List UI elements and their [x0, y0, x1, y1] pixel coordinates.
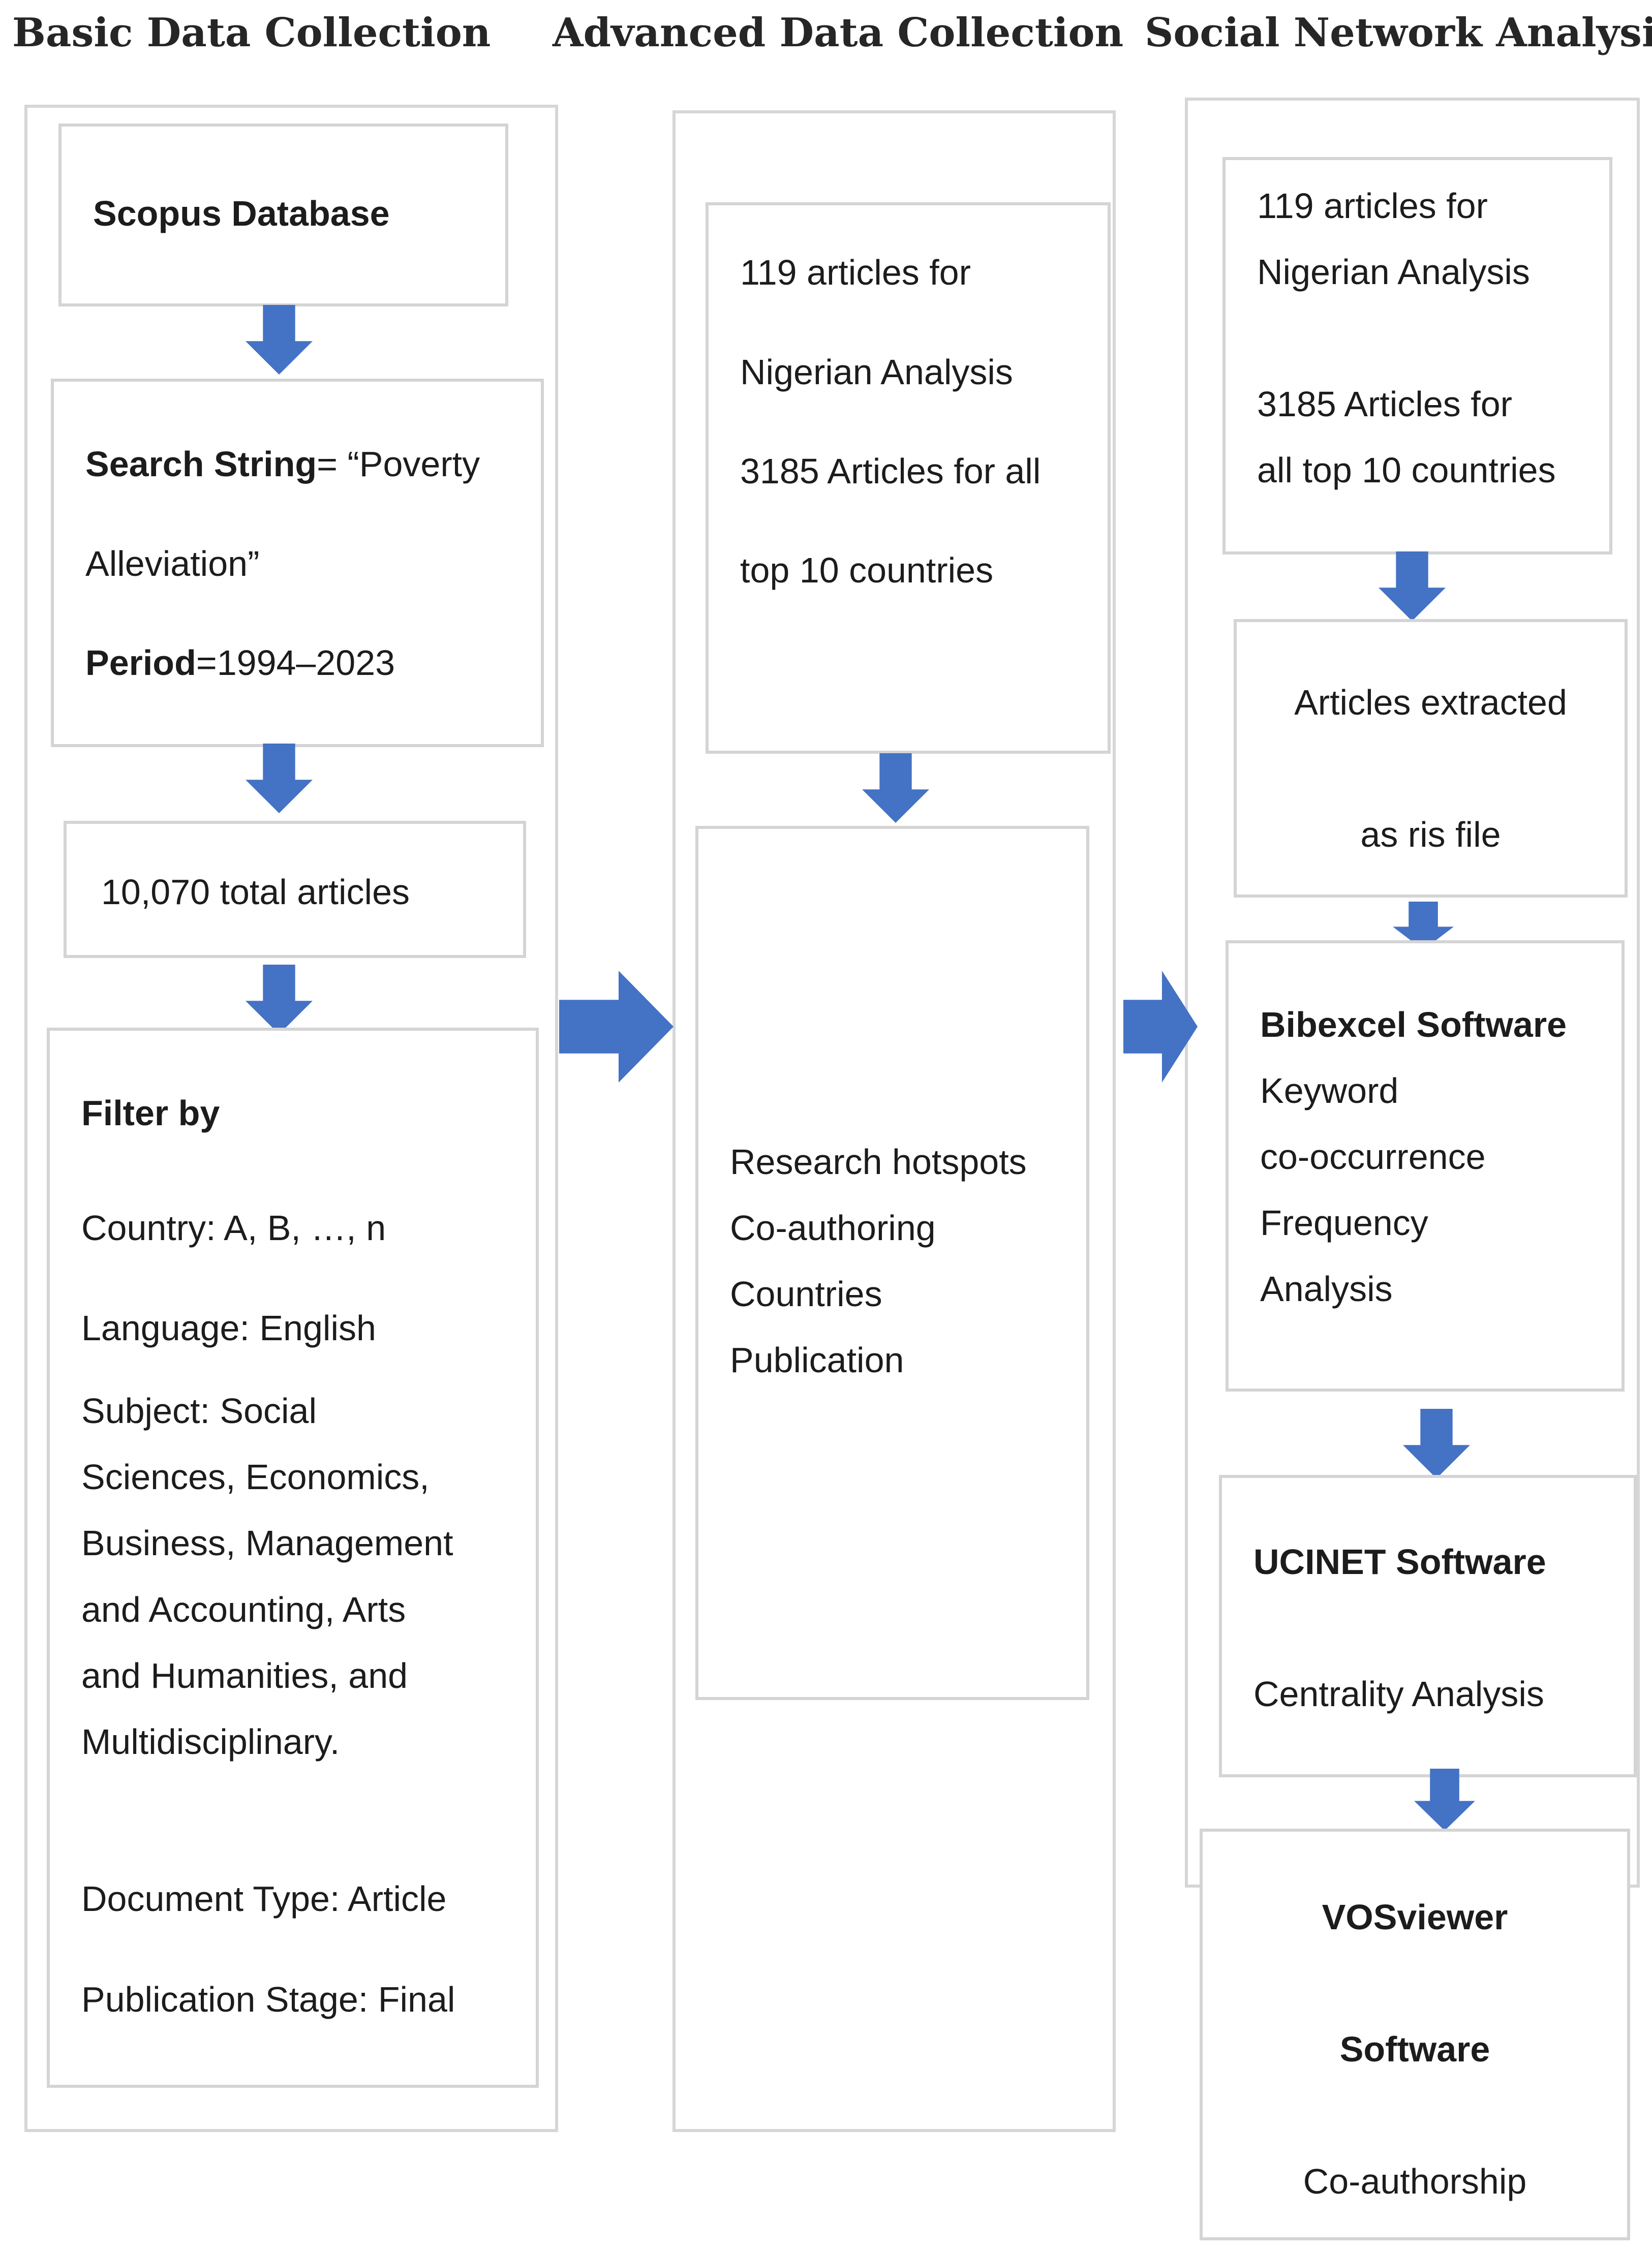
vosviewer-title: VOSviewer: [1322, 1897, 1508, 1937]
down-arrow-shape: [1403, 1409, 1470, 1478]
bibexcel-box: Bibexcel Software Keyword co-occurrence …: [1226, 940, 1625, 1392]
sna-counts-box: 119 articles for Nigerian Analysis 3185 …: [1222, 157, 1612, 554]
total-articles-label: 10,070 total articles: [101, 872, 410, 912]
advanced-counts-line: top 10 countries: [740, 550, 994, 590]
sna-counts-line: 3185 Articles for: [1257, 384, 1512, 424]
basic-column-title: Basic Data Collection: [12, 10, 491, 56]
advanced-column-title: Advanced Data Collection: [553, 10, 1124, 56]
period-label: Period: [85, 643, 196, 683]
scopus-database-box: Scopus Database: [58, 124, 508, 306]
ucinet-text: Centrality Analysis: [1253, 1674, 1544, 1714]
sna-column-title: Social Network Analysis: [1145, 10, 1652, 56]
filter-title: Filter by: [81, 1093, 220, 1133]
filter-box: Filter by Country: A, B, …, n Language: …: [47, 1028, 539, 2088]
period-value: =1994–2023: [196, 643, 395, 683]
advanced-output-item: Publication: [730, 1340, 904, 1380]
down-arrow-icon: [1393, 902, 1454, 950]
down-arrow-shape: [1379, 551, 1446, 621]
search-string-label: Search String: [85, 444, 317, 484]
scopus-database-label: Scopus Database: [93, 194, 390, 233]
advanced-output-item: Research hotspots: [730, 1142, 1027, 1182]
advanced-counts-box: 119 articles for Nigerian Analysis 3185 …: [706, 202, 1111, 754]
bibexcel-line: co-occurrence: [1260, 1137, 1486, 1177]
advanced-counts-line: Nigerian Analysis: [740, 352, 1013, 392]
search-string-line: Search String= “Poverty: [85, 444, 480, 484]
bibexcel-line: Frequency: [1260, 1203, 1428, 1243]
down-arrow-icon: [862, 753, 929, 823]
filter-subject-line: Sciences, Economics,: [81, 1457, 430, 1497]
down-arrow-shape: [246, 305, 313, 375]
search-string-value-continued: Alleviation”: [85, 544, 260, 583]
right-arrow-shape: [559, 971, 674, 1083]
filter-document-type: Document Type: Article: [81, 1879, 447, 1919]
bibexcel-title: Bibexcel Software: [1260, 1005, 1567, 1044]
filter-publication-stage: Publication Stage: Final: [81, 1980, 455, 2019]
bibexcel-line: Keyword: [1260, 1071, 1399, 1110]
right-arrow-shape: [1123, 971, 1198, 1083]
advanced-output-item: Co-authoring: [730, 1208, 936, 1248]
filter-subject-line: and Humanities, and: [81, 1656, 408, 1695]
down-arrow-shape: [1414, 1769, 1475, 1831]
sna-counts-line: Nigerian Analysis: [1257, 252, 1530, 292]
filter-subject-line: and Accounting, Arts: [81, 1590, 406, 1629]
vosviewer-box: VOSviewer Software Co-authorship: [1200, 1829, 1630, 2240]
bibexcel-line: Analysis: [1260, 1269, 1393, 1309]
advanced-output-item: Countries: [730, 1274, 882, 1314]
vosviewer-text: Co-authorship: [1303, 2162, 1527, 2201]
search-string-box: Search String= “Poverty Alleviation” Per…: [51, 379, 544, 747]
sna-counts-line: all top 10 countries: [1257, 450, 1556, 490]
ris-extract-line: Articles extracted: [1294, 683, 1567, 722]
advanced-counts-line: 3185 Articles for all: [740, 451, 1041, 491]
period-line: Period=1994–2023: [85, 642, 395, 683]
filter-subject-line: Business, Management: [81, 1523, 453, 1563]
down-arrow-icon: [1414, 1769, 1475, 1831]
ris-extract-box: Articles extracted as ris file: [1234, 619, 1628, 898]
down-arrow-icon: [1379, 551, 1446, 621]
right-arrow-icon: [559, 971, 674, 1083]
down-arrow-icon: [1403, 1409, 1470, 1478]
ris-extract-line: as ris file: [1360, 815, 1501, 854]
filter-country: Country: A, B, …, n: [81, 1208, 386, 1248]
down-arrow-shape: [1393, 902, 1454, 950]
down-arrow-shape: [246, 744, 313, 813]
sna-counts-line: 119 articles for: [1257, 186, 1488, 226]
down-arrow-shape: [862, 753, 929, 823]
advanced-counts-line: 119 articles for: [740, 253, 971, 292]
right-arrow-icon: [1123, 971, 1198, 1083]
filter-subject-line: Subject: Social: [81, 1391, 317, 1431]
search-string-value: = “Poverty: [317, 444, 480, 484]
total-articles-box: 10,070 total articles: [64, 821, 526, 958]
filter-language: Language: English: [81, 1308, 376, 1348]
down-arrow-icon: [246, 305, 313, 375]
down-arrow-shape: [246, 965, 313, 1034]
advanced-outputs-box: Research hotspots Co-authoring Countries…: [695, 826, 1089, 1700]
ucinet-title: UCINET Software: [1253, 1542, 1546, 1582]
down-arrow-icon: [246, 965, 313, 1034]
filter-subject-line: Multidisciplinary.: [81, 1722, 340, 1762]
ucinet-box: UCINET Software Centrality Analysis: [1219, 1475, 1637, 1777]
vosviewer-title: Software: [1339, 2029, 1490, 2069]
down-arrow-icon: [246, 744, 313, 813]
